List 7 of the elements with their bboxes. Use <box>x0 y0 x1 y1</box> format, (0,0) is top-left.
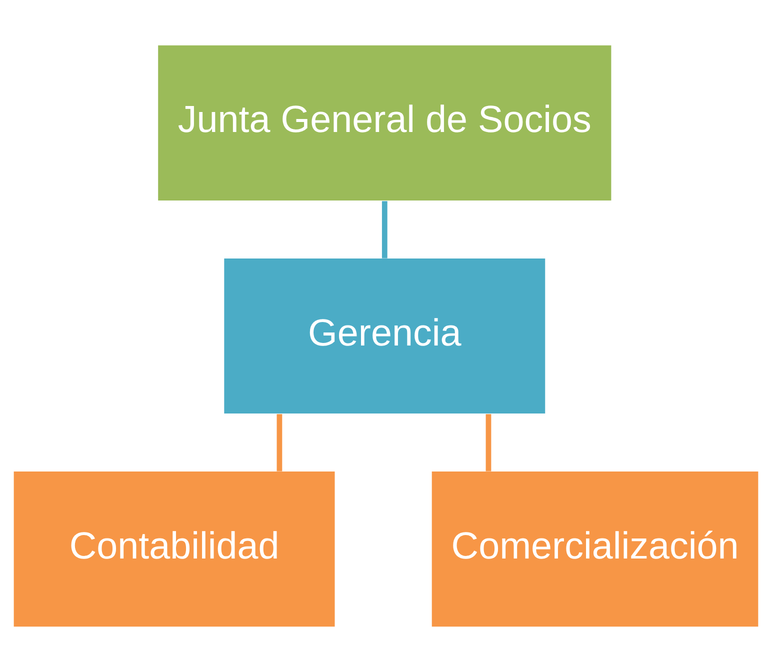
node-box: Contabilidad <box>14 471 335 626</box>
connector <box>382 200 388 258</box>
node-box: Junta General de Socios <box>158 44 612 200</box>
connector <box>276 414 282 471</box>
connector <box>486 414 492 471</box>
node-box: Comercialización <box>432 471 758 626</box>
node-box: Gerencia <box>224 258 546 414</box>
